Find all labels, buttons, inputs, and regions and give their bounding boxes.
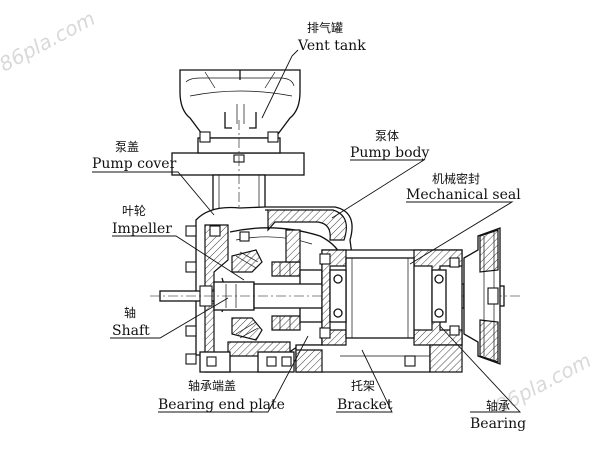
label-vent-tank-en: Vent tank xyxy=(297,38,366,54)
label-bracket-zh: 托架 xyxy=(351,379,375,393)
label-shaft-zh: 轴 xyxy=(124,305,136,320)
label-pump-cover-en: Pump cover xyxy=(92,156,177,172)
label-vent-tank-zh: 排气罐 xyxy=(307,20,343,35)
label-shaft-en: Shaft xyxy=(112,323,150,339)
label-pump-body-en: Pump body xyxy=(350,145,429,161)
label-impeller-zh: 叶轮 xyxy=(122,204,146,218)
label-bearing-en: Bearing xyxy=(470,416,526,432)
label-mechanical-seal-en: Mechanical seal xyxy=(406,187,521,203)
label-mechanical-seal-zh: 机械密封 xyxy=(432,171,480,186)
leader-lines xyxy=(92,49,522,413)
label-impeller-en: Impeller xyxy=(112,221,172,237)
bracket xyxy=(295,249,463,373)
label-bearing-end-plate-en: Bearing end plate xyxy=(158,397,285,413)
label-pump-cover-zh: 泵盖 xyxy=(115,140,139,154)
pulley xyxy=(463,227,501,365)
label-bearing-end-plate-zh: 轴承端盖 xyxy=(188,378,236,393)
label-bearing-zh: 轴承 xyxy=(486,398,510,413)
vent-tank xyxy=(171,69,305,240)
label-bracket-en: Bracket xyxy=(337,397,393,413)
pump-casing xyxy=(159,206,353,373)
watermark-left: 86pla.com xyxy=(0,6,99,76)
label-pump-body-zh: 泵体 xyxy=(375,129,399,143)
